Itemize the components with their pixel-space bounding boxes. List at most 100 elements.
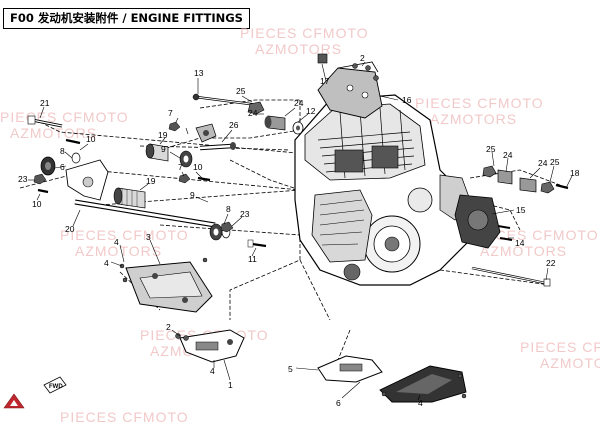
callout-21: 21 — [40, 98, 50, 108]
callout-26: 26 — [229, 120, 239, 130]
callout-labels: 21 10 8 6 23 10 20 13 7 19 9 25 24 24 12… — [18, 53, 580, 408]
part-2-bolts-top — [352, 63, 379, 81]
callout-4-left-lower: 4 — [104, 258, 109, 268]
part-9-spacer-upper — [179, 150, 193, 168]
cylinder-head-port — [371, 145, 399, 169]
callout-6-bottom: 6 — [336, 398, 341, 408]
part-22-long-bolt — [471, 266, 551, 287]
part-24-bushing-right-1 — [497, 169, 513, 185]
watermark-bottom-right-line1: PIECES CFMOTO — [520, 339, 600, 355]
callout-2-bottom: 2 — [166, 322, 171, 332]
part-25-nut-top — [247, 101, 265, 115]
part-6-mount-left — [40, 156, 56, 176]
watermark-lower-left-line1: PIECES CFMOTO — [60, 227, 189, 243]
leader-lines — [28, 61, 573, 401]
part-25-nut-right — [482, 165, 555, 194]
watermark-top-line2: AZMOTORS — [255, 41, 342, 57]
callout-4-bottom: 4 — [210, 366, 215, 376]
callout-10-lower: 10 — [32, 199, 42, 209]
callout-10-mid: 10 — [193, 162, 203, 172]
callout-24-top-left: 24 — [248, 108, 258, 118]
callout-12: 12 — [306, 106, 316, 116]
callout-16: 16 — [402, 95, 412, 105]
watermark-bottom-right-line2: AZMOTORS — [540, 355, 600, 371]
part-24-bushing-top — [264, 115, 286, 131]
part-19-bushing-lower — [113, 187, 146, 209]
callout-23-lower: 23 — [240, 209, 250, 219]
callout-10-upper: 10 — [86, 134, 96, 144]
callout-25-right-2: 25 — [550, 157, 560, 167]
callout-4-bottom-right: 4 — [418, 398, 423, 408]
part-7-nuts — [168, 121, 191, 184]
watermark-mid-line2: AZMOTORS — [430, 111, 517, 127]
callout-23-left: 23 — [18, 174, 28, 184]
callout-5: 5 — [288, 364, 293, 374]
callout-19-lower: 19 — [146, 176, 156, 186]
callout-13: 13 — [194, 68, 204, 78]
engine-assembly — [294, 94, 471, 286]
part-11-bolt — [247, 239, 267, 248]
part-4-plate-left — [65, 159, 109, 201]
callout-25-top: 25 — [236, 86, 246, 96]
callout-25-right-1: 25 — [486, 144, 496, 154]
callout-1: 1 — [228, 380, 233, 390]
callout-24-right-1: 24 — [503, 150, 513, 160]
callout-9-upper: 9 — [161, 144, 166, 154]
callout-2-top: 2 — [360, 53, 365, 63]
watermark-top-line1: PIECES CFMOTO — [240, 25, 369, 41]
callout-15: 15 — [516, 205, 526, 215]
callout-3: 3 — [146, 232, 151, 242]
callout-7-upper: 7 — [168, 108, 173, 118]
cylinder-head-port — [334, 149, 364, 173]
callout-19-upper: 19 — [158, 130, 168, 140]
brand-logo — [3, 393, 25, 409]
watermark-footer-line1: PIECES CFMOTO — [60, 409, 189, 424]
watermark-left-line1: PIECES CFMOTO — [0, 109, 129, 125]
part-12-washer — [292, 121, 304, 135]
part-27-bracket — [195, 123, 217, 143]
part-21-bolt — [27, 115, 63, 128]
watermark-group: PIECES CFMOTO AZMOTORS PIECES CFMOTO AZM… — [0, 25, 600, 424]
part-6-skid-plate-right — [379, 365, 467, 403]
part-16-top-bracket — [317, 61, 383, 119]
callout-8-left: 8 — [60, 146, 65, 156]
callout-6-left: 6 — [60, 162, 65, 172]
part-26-shaft — [199, 142, 236, 151]
callout-4-left-upper: 4 — [114, 237, 119, 247]
part-17-nut — [317, 53, 328, 64]
part-14-bolt — [497, 225, 513, 241]
callout-17: 17 — [320, 76, 330, 86]
part-2-bolts-bottom — [175, 333, 189, 341]
watermark-mid-line1: PIECES CFMOTO — [415, 95, 544, 111]
callout-18: 18 — [570, 168, 580, 178]
watermark-lower-left-line2: AZMOTORS — [75, 243, 162, 259]
page-title: F00 发动机安装附件 / ENGINE FITTINGS — [3, 8, 250, 29]
callout-9-lower: 9 — [190, 190, 195, 200]
part-13-long-bolt — [192, 93, 259, 107]
callout-20: 20 — [65, 224, 75, 234]
part-19-bushing-upper — [145, 143, 169, 162]
part-4-screws-right — [381, 373, 467, 399]
callout-24-top-right: 24 — [294, 98, 304, 108]
watermark-left-line2: AZMOTORS — [10, 125, 97, 141]
part-9-spacer-lower — [209, 223, 223, 241]
part-3-skid-plate-left — [125, 261, 213, 313]
callout-8-lower: 8 — [226, 204, 231, 214]
callout-11: 11 — [248, 254, 257, 264]
callout-7-lower: 7 — [178, 162, 183, 172]
part-1-bracket-bottom — [179, 329, 245, 363]
part-20-pivot-shaft — [74, 199, 216, 228]
watermark-right-line2: AZMOTORS — [480, 243, 567, 259]
part-15-side-cover — [454, 194, 501, 249]
part-5-bracket-bottom-right — [317, 355, 383, 383]
fwd-direction-tag: FWD — [43, 376, 67, 394]
fwd-label: FWD — [49, 384, 63, 390]
callout-22: 22 — [546, 258, 556, 268]
callout-24-right-2: 24 — [538, 158, 548, 168]
part-10-bolt — [37, 138, 211, 194]
part-23-nut — [33, 173, 234, 233]
part-24-bushing-right-2 — [519, 177, 537, 193]
callout-14: 14 — [515, 238, 525, 248]
